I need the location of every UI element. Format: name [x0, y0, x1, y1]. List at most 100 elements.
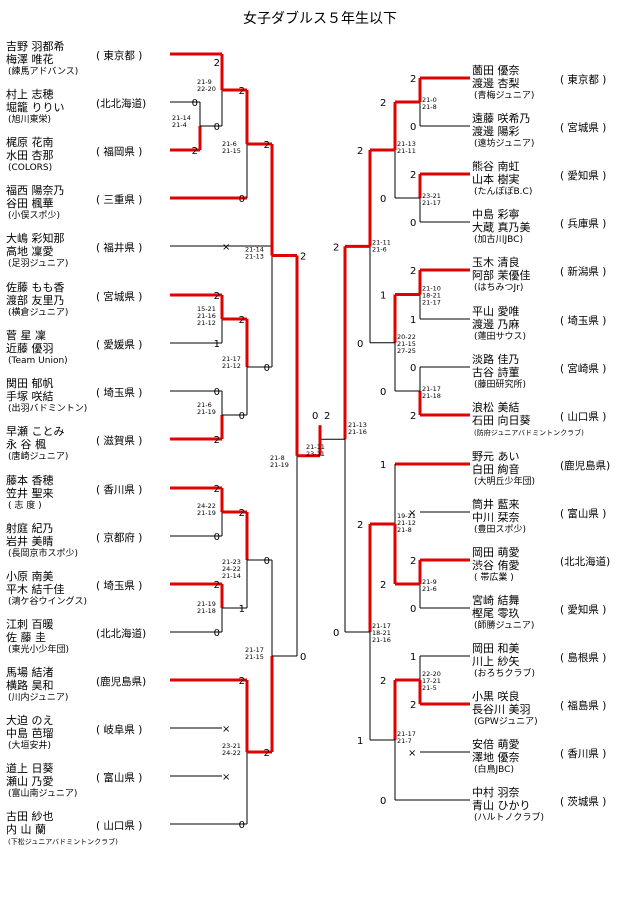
player-name: 中村 羽奈 [472, 786, 520, 799]
player-name: 永 谷 楓 [6, 438, 46, 451]
walkover-mark: × [222, 724, 230, 735]
right-player-names: 中島 彩寧大蔵 真乃美 [472, 208, 531, 234]
player-name: 道上 日葵 [6, 762, 54, 775]
right-player-names: 安倍 萌愛澤地 優奈 [472, 738, 520, 764]
right-player-names: 岡田 和美川上 紗矢 [472, 642, 520, 668]
round-result: 0 [333, 628, 339, 639]
page-title: 女子ダブルス５年生以下 [243, 11, 397, 27]
player-name: 近藤 優羽 [6, 342, 54, 355]
prefecture: (鹿児島県) [96, 676, 147, 688]
player-name: 筒井 藍来 [472, 498, 520, 511]
round-result: 1 [380, 460, 386, 471]
round-result: 2 [357, 520, 363, 531]
player-name: 早瀬 ことみ [6, 425, 65, 438]
prefecture: ( 三重県 ) [96, 194, 143, 206]
round-result: 2 [410, 700, 416, 711]
player-name: 岡田 萌愛 [472, 546, 520, 559]
prefecture: ( 愛知県 ) [560, 604, 607, 616]
round-result: 2 [214, 291, 220, 302]
club-name: (川内ジュニア) [8, 693, 69, 703]
final-result: 2 [324, 411, 330, 422]
player-name: 藤本 香穂 [6, 474, 54, 487]
player-name: 宮崎 結舞 [472, 594, 520, 607]
club-name: (豊田スポ少) [474, 525, 527, 535]
right-player-names: 浪松 美結石田 向日葵 [472, 401, 531, 427]
player-name: 遠藤 咲希乃 [472, 112, 531, 125]
round-result: 2 [333, 242, 339, 253]
club-name: ( 志 度 ) [8, 501, 42, 511]
club-name: (加古川JBC) [474, 235, 523, 245]
round-result: 2 [380, 98, 386, 109]
club-name: (白鳥JBC) [474, 765, 514, 775]
round-result: 0 [239, 820, 245, 831]
player-name: 渡部 友里乃 [6, 294, 65, 307]
prefecture: (北北海道) [560, 556, 611, 568]
player-name: 石田 向日葵 [472, 414, 531, 427]
round-result: 0 [410, 218, 416, 229]
club-name: (おろちクラブ) [474, 669, 536, 679]
club-name: (横倉ジュニア) [8, 308, 69, 318]
right-player-names: 岡田 萌愛渋谷 侑愛 [472, 546, 520, 572]
player-name: 渋谷 侑愛 [472, 559, 520, 572]
player-name: 浪松 美結 [472, 401, 520, 414]
club-name: (COLORS) [8, 163, 53, 173]
player-name: 射庭 紀乃 [6, 522, 54, 535]
player-name: 江刺 百暖 [6, 618, 54, 631]
prefecture: ( 新潟県 ) [560, 266, 607, 278]
prefecture: ( 京都府 ) [96, 532, 143, 544]
player-name: 阿部 茉優佳 [472, 269, 531, 282]
player-name: 梅澤 唯花 [6, 53, 54, 66]
player-name: 大迫 のえ [6, 714, 54, 727]
round-result: 2 [410, 556, 416, 567]
left-player-names: 福西 陽奈乃谷田 楓華 [6, 184, 65, 210]
player-name: 高地 凜愛 [6, 245, 54, 258]
right-player-names: 宮崎 結舞樫尾 零玖 [472, 594, 520, 620]
prefecture: ( 岐阜県 ) [96, 724, 143, 736]
round-result: 1 [239, 604, 245, 615]
player-name: 小黒 咲良 [472, 690, 520, 703]
right-player-names: 小黒 咲良長谷川 美羽 [472, 690, 531, 716]
player-name: 中島 芭瑠 [6, 727, 54, 740]
round-result: 2 [300, 252, 306, 263]
round-result: 0 [239, 411, 245, 422]
player-name: 菅 星 凜 [6, 329, 46, 342]
player-name: 梶原 花南 [6, 136, 54, 149]
right-player-names: 野元 あい白田 絢音 [472, 450, 520, 476]
round-result: 0 [380, 796, 386, 807]
round-result: 1 [410, 652, 416, 663]
club-name: (はちみつJr) [474, 283, 524, 293]
club-name: (旭川東栄) [8, 115, 52, 125]
club-name: (青梅ジュニア) [474, 91, 535, 101]
player-name: 中島 彩寧 [472, 208, 520, 221]
round-result: 2 [239, 86, 245, 97]
round-result: 2 [239, 676, 245, 687]
club-name: (富山南ジュニア) [8, 789, 78, 799]
player-name: 横路 昊和 [6, 679, 54, 692]
final-result: 0 [312, 411, 318, 422]
walkover-mark: × [222, 772, 230, 783]
round-result: 0 [380, 387, 386, 398]
round-result: 1 [380, 291, 386, 302]
left-player-names: 藤本 香穂笠井 聖来 [6, 474, 54, 500]
prefecture: (北北海道) [96, 98, 147, 110]
round-result: 2 [380, 580, 386, 591]
club-name: (長岡京市スポ少) [8, 549, 79, 559]
player-name: 堀籠 りりい [6, 101, 65, 114]
player-name: 澤地 優奈 [472, 751, 520, 764]
round-result: 2 [264, 140, 270, 151]
prefecture: ( 福岡県 ) [96, 146, 143, 158]
round-result: 1 [410, 315, 416, 326]
walkover-mark: × [222, 242, 230, 253]
round-result: 0 [214, 532, 220, 543]
